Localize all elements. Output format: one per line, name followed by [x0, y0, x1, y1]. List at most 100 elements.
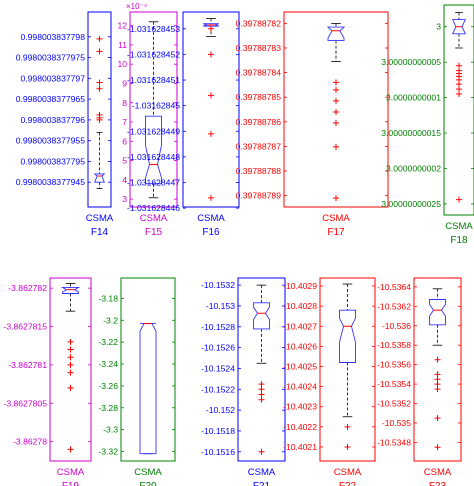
y-tick-label: -3.2: [103, 315, 118, 325]
panel-f17: 0.397887890.397887880.397887870.39788786…: [236, 11, 389, 238]
axes-frame: [237, 277, 286, 462]
x-tick-label: CSMA: [248, 467, 276, 478]
axis-exponent-label: ×10⁻⁴: [126, 2, 148, 11]
y-tick-label: -3.32: [98, 447, 118, 457]
y-tick-label: 12: [117, 21, 127, 31]
outlier-marker: [208, 194, 214, 201]
outlier-marker: [434, 415, 441, 422]
y-tick-label: -3.86278: [13, 437, 47, 447]
outlier-marker: [333, 79, 339, 86]
panel-title: F15: [145, 227, 163, 238]
axes-frame: [87, 11, 112, 208]
y-tick-label: -10.1516: [201, 447, 235, 457]
x-tick-label: CSMA: [445, 221, 473, 232]
outlier-marker: [208, 25, 214, 32]
outlier-marker: [333, 143, 339, 150]
outlier-marker: [333, 108, 339, 115]
y-tick-label: 3.00000000015: [381, 128, 441, 138]
y-tick-label: -3.3: [103, 425, 118, 435]
y-tick-label: 3: [436, 22, 441, 32]
outlier-marker: [67, 346, 74, 353]
box: [253, 302, 270, 330]
box: [429, 299, 446, 326]
y-tick-label: 0.39788786: [236, 117, 282, 127]
y-tick-label: 3.0000000001: [386, 93, 441, 103]
y-tick-label: -3.18: [98, 293, 118, 303]
panel-title: F16: [202, 227, 220, 238]
panel-title: F19: [62, 481, 80, 486]
y-tick-label: -1.03162845: [132, 101, 180, 111]
y-tick-label: -10.5356: [377, 360, 411, 370]
y-tick-label: -1.031628449: [127, 126, 180, 136]
y-tick-label: -10.5352: [377, 399, 411, 409]
outlier-marker: [344, 443, 351, 450]
outlier-marker: [456, 62, 462, 69]
y-tick-label: -10.5354: [377, 379, 411, 389]
y-tick-label: 11: [118, 40, 127, 50]
outlier-marker: [258, 396, 265, 403]
y-tick-label: -1.031628447: [127, 178, 180, 188]
y-tick-label: -1.031628453: [127, 24, 180, 34]
y-tick-label: -3.8627815: [4, 322, 48, 332]
panel-f16: -1.031628446-1.031628447-1.031628448-1.0…: [127, 11, 240, 238]
y-tick-label: 7: [122, 117, 127, 127]
outlier-marker: [434, 444, 441, 451]
panel-title: F23: [429, 481, 447, 486]
outlier-marker: [96, 35, 103, 42]
y-tick-label: 0.39788782: [236, 18, 282, 28]
y-tick-label: -10.1524: [201, 363, 235, 373]
y-tick-label: -10.4027: [283, 321, 317, 331]
panel-f22: -10.4021-10.4022-10.4023-10.4024-10.4025…: [283, 277, 376, 486]
axes-frame: [129, 11, 178, 208]
outlier-marker: [258, 381, 265, 388]
y-tick-label: -10.1526: [201, 343, 235, 353]
y-tick-label: 0.39788789: [236, 191, 282, 201]
y-tick-label: 4: [122, 175, 127, 185]
outlier-marker: [67, 338, 74, 345]
y-tick-label: 0.9980038377965: [16, 94, 86, 104]
y-tick-label: -10.4023: [283, 402, 317, 412]
outlier-marker: [67, 354, 74, 361]
panel-title: F17: [327, 227, 345, 238]
y-tick-label: -10.4024: [283, 382, 317, 392]
y-tick-label: -10.1528: [201, 322, 235, 332]
axes-frame: [182, 11, 240, 208]
y-tick-label: -10.5362: [377, 301, 411, 311]
y-tick-label: 3.00000000025: [381, 199, 441, 209]
y-tick-label: -10.4026: [283, 341, 317, 351]
y-tick-label: -10.1522: [201, 384, 235, 394]
outlier-marker: [258, 386, 265, 393]
x-tick-label: CSMA: [197, 213, 225, 224]
panel-f20: -3.18-3.2-3.22-3.24-3.26-3.28-3.3-3.32CS…: [98, 277, 176, 486]
y-tick-label: 0.9980038377955: [16, 136, 86, 146]
outlier-marker: [96, 116, 103, 123]
outlier-marker: [258, 391, 265, 398]
y-tick-label: -10.535: [382, 418, 411, 428]
y-tick-label: 3.00000000005: [381, 57, 441, 67]
outlier-marker: [456, 196, 462, 203]
panel-title: F22: [339, 481, 357, 486]
y-tick-label: -10.4029: [283, 281, 317, 291]
y-tick-label: 5: [122, 156, 127, 166]
outlier-marker: [333, 195, 339, 202]
y-tick-label: 3.0000000002: [386, 163, 441, 173]
y-tick-label: -1.031628448: [127, 152, 180, 162]
outlier-marker: [67, 361, 74, 368]
outlier-marker: [434, 371, 441, 378]
outlier-marker: [67, 384, 74, 391]
y-tick-label: -1.031628451: [127, 75, 180, 85]
axes-frame: [443, 4, 474, 216]
y-tick-label: -10.152: [206, 405, 235, 415]
y-tick-label: 10: [117, 59, 127, 69]
box: [60, 286, 81, 294]
outlier-marker: [67, 446, 74, 453]
y-tick-label: 0.998003837798: [20, 32, 85, 42]
x-tick-label: CSMA: [424, 467, 452, 478]
y-tick-label: -10.4022: [283, 422, 317, 432]
y-tick-label: -10.536: [382, 321, 411, 331]
y-tick-label: 0.998003837795: [20, 156, 85, 166]
panel-f21: -10.1516-10.1518-10.152-10.1522-10.1524-…: [201, 277, 286, 486]
panel-f23: -10.5348-10.535-10.5352-10.5354-10.5356-…: [377, 277, 462, 486]
y-tick-label: 3: [122, 194, 127, 204]
